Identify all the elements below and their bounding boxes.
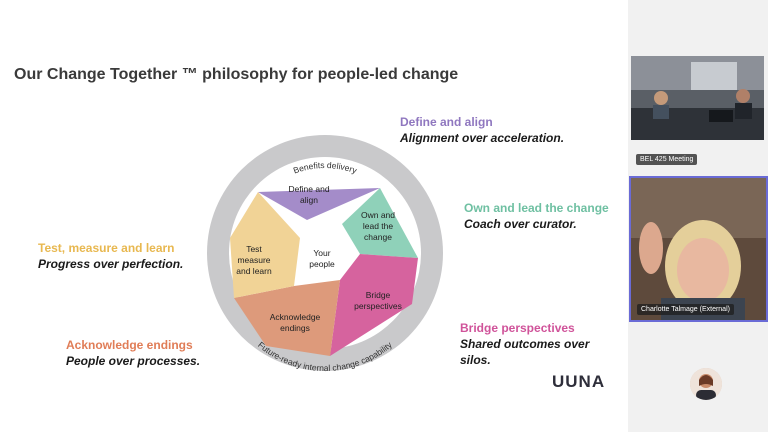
participants-panel: BEL 425 Meeting Charlotte Talmage (Exter…: [628, 0, 768, 432]
change-wheel-diagram: Benefits delivery Future-ready internal …: [207, 135, 443, 373]
segment-define-text-2: align: [300, 195, 318, 205]
segment-test-measure-learn: [230, 192, 300, 298]
segment-own-and-lead: [342, 188, 418, 258]
presentation-slide: Our Change Together ™ philosophy for peo…: [14, 66, 609, 391]
segment-ack-text-2: endings: [280, 323, 310, 333]
segment-test-text-1: Test: [246, 244, 262, 254]
segment-ack-text-1: Acknowledge: [270, 312, 321, 322]
participant-tile-speaker[interactable]: Charlotte Talmage (External): [629, 176, 768, 322]
bridge-heading: Bridge perspectives: [460, 321, 575, 335]
define-heading: Define and align: [400, 115, 493, 129]
label-acknowledge-endings: Acknowledge endings People over processe…: [66, 337, 200, 369]
room-name-badge: BEL 425 Meeting: [636, 154, 698, 165]
speaker-video-feed: [631, 178, 766, 320]
slide-title: Our Change Together ™ philosophy for peo…: [14, 66, 459, 83]
center-text-1: Your: [313, 248, 330, 258]
define-subtext: Alignment over acceleration.: [400, 131, 565, 145]
label-test-measure-learn: Test, measure and learn Progress over pe…: [38, 240, 183, 272]
own-heading: Own and lead the change: [464, 201, 609, 215]
ack-heading: Acknowledge endings: [66, 338, 193, 352]
label-own-and-lead: Own and lead the change Coach over curat…: [464, 200, 609, 232]
segment-test-text-2: measure: [237, 255, 270, 265]
speaker-name-badge: Charlotte Talmage (External): [637, 304, 734, 315]
ack-subtext: People over processes.: [66, 354, 201, 368]
center-text-2: people: [309, 259, 335, 269]
bridge-subtext-2: silos.: [460, 353, 491, 367]
participant-tile-room[interactable]: [631, 56, 764, 140]
segment-define-text-1: Define and: [288, 184, 329, 194]
uuna-logo: UUNA: [552, 372, 606, 391]
own-subtext: Coach over curator.: [464, 217, 577, 231]
segment-define-and-align: [258, 188, 380, 220]
test-subtext: Progress over perfection.: [38, 257, 184, 271]
label-define-and-align: Define and align Alignment over accelera…: [400, 114, 564, 146]
segment-acknowledge-endings: [234, 280, 340, 356]
bridge-subtext-1: Shared outcomes over: [460, 337, 590, 351]
slide-bottom-strip: [0, 404, 628, 432]
avatar-image: [690, 368, 722, 400]
participant-avatar[interactable]: [690, 368, 722, 400]
segment-own-text-3: change: [364, 232, 392, 242]
segment-bridge-perspectives: [330, 254, 418, 356]
segment-test-text-3: and learn: [236, 266, 272, 276]
segment-bridge-text-1: Bridge: [366, 290, 391, 300]
segment-own-text-2: lead the: [363, 221, 394, 231]
segment-own-text-1: Own and: [361, 210, 395, 220]
room-video-feed: [631, 56, 764, 140]
test-heading: Test, measure and learn: [38, 241, 175, 255]
segment-bridge-text-2: perspectives: [354, 301, 402, 311]
label-bridge-perspectives: Bridge perspectives Shared outcomes over…: [460, 320, 589, 368]
